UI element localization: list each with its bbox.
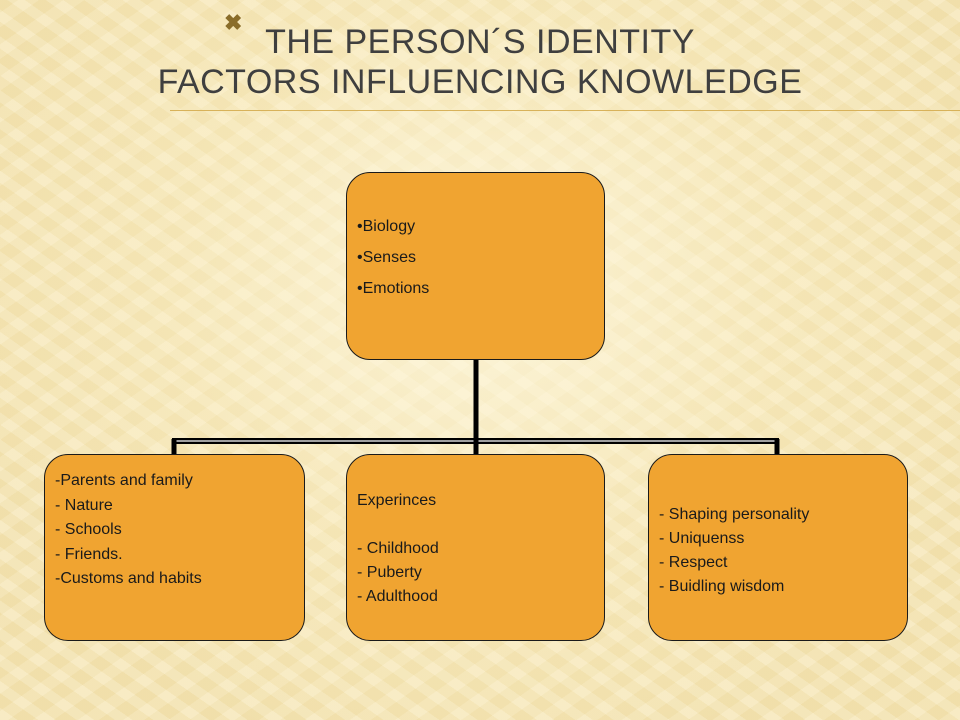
- node-outcomes: - Shaping personality - Uniquenss - Resp…: [648, 454, 908, 641]
- node-line: - Shaping personality: [659, 506, 810, 523]
- slide-mark-icon: ✖: [224, 10, 243, 35]
- node-line: - Schools: [55, 521, 122, 538]
- node-environment: -Parents and family - Nature - Schools -…: [44, 454, 305, 641]
- root-item: Senses: [357, 242, 604, 273]
- node-line: - Respect: [659, 554, 728, 571]
- title-line-1: THE PERSON´S IDENTITY: [265, 23, 695, 61]
- node-line: - Buidling wisdom: [659, 578, 785, 595]
- node-line: - Uniquenss: [659, 530, 745, 547]
- node-heading: Experinces: [357, 492, 437, 509]
- node-line: - Adulthood: [357, 588, 438, 605]
- node-experiences: Experinces - Childhood - Puberty - Adult…: [346, 454, 605, 641]
- title-line-2: FACTORS INFLUENCING KNOWLEDGE: [157, 63, 803, 101]
- node-root: Biology Senses Emotions: [346, 172, 605, 360]
- node-line: - Nature: [55, 496, 113, 514]
- title-divider: [170, 110, 960, 111]
- node-line: - Friends.: [55, 545, 123, 563]
- slide-title: THE PERSON´S IDENTITY FACTORS INFLUENCIN…: [0, 22, 960, 102]
- node-spacer: [357, 513, 604, 537]
- root-item-list: Biology Senses Emotions: [347, 173, 604, 304]
- node-line: - Childhood: [357, 540, 439, 557]
- root-item: Emotions: [357, 273, 604, 304]
- node-line: - Puberty: [357, 564, 422, 581]
- root-item: Biology: [357, 211, 604, 242]
- node-line: -Parents and family: [55, 472, 193, 489]
- node-line: -Customs and habits: [55, 570, 202, 587]
